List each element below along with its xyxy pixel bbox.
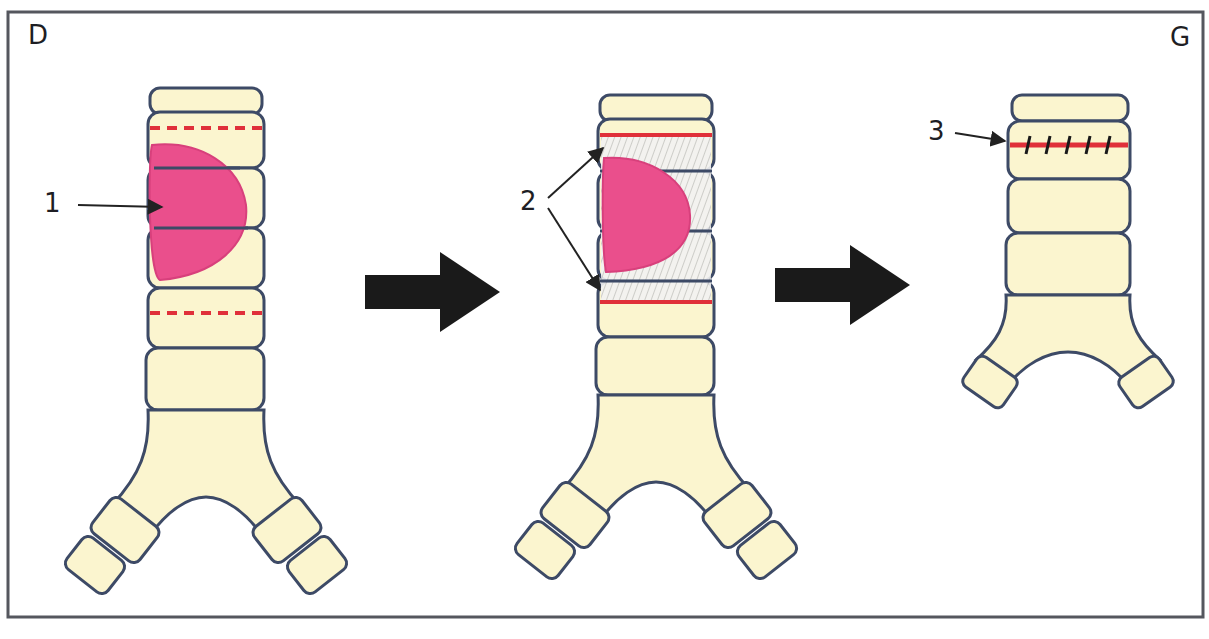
step-arrow <box>775 245 910 325</box>
leader-line <box>78 205 162 207</box>
leader-line <box>955 133 1005 141</box>
cut-line <box>600 133 712 137</box>
resected-segment <box>601 136 711 301</box>
sutures <box>1026 136 1110 154</box>
leader-line <box>548 148 603 198</box>
tumor <box>603 158 690 272</box>
trachea-resection <box>512 95 800 582</box>
side-letter: G <box>1170 24 1190 50</box>
callout-number: 2 <box>520 188 537 214</box>
cut-line <box>150 126 262 130</box>
trachea-anastomosis <box>960 95 1176 411</box>
callout-number: 3 <box>928 118 945 144</box>
cut-line <box>600 300 712 304</box>
step-arrow <box>365 252 500 332</box>
side-letter: D <box>28 22 48 48</box>
leader-line <box>548 208 600 290</box>
callout-number: 1 <box>44 190 61 216</box>
trachea-before <box>62 88 350 597</box>
cut-line <box>150 311 262 315</box>
frame <box>8 12 1203 617</box>
tumor <box>150 144 247 280</box>
